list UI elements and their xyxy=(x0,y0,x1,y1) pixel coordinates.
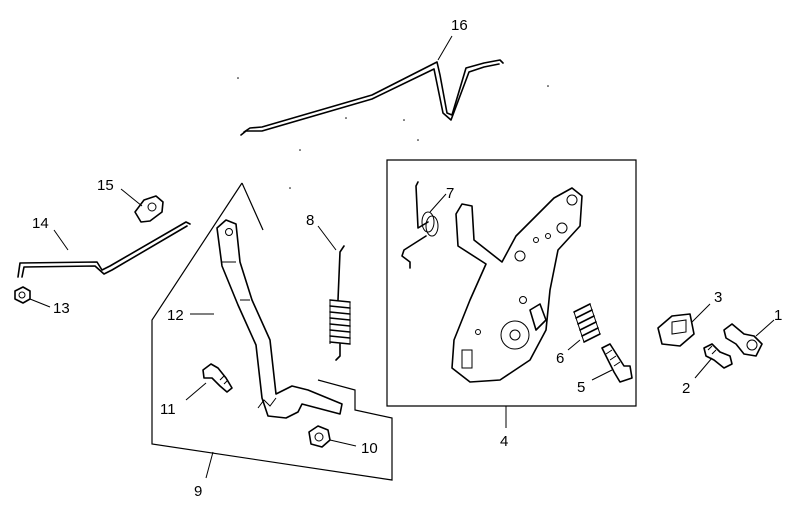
leader-10 xyxy=(329,439,357,447)
leader-3 xyxy=(691,303,711,323)
leader-2 xyxy=(694,357,713,379)
callout-11: 11 xyxy=(160,401,176,418)
part-7-torsion-spring xyxy=(401,181,439,269)
callout-12: 12 xyxy=(167,307,184,324)
group-9-outline xyxy=(151,182,393,481)
part-5-screw xyxy=(601,343,633,383)
part-4-governor-plate xyxy=(451,187,583,383)
part-14-choke-rod xyxy=(17,221,191,278)
part-8-spring xyxy=(329,245,351,361)
callout-16: 16 xyxy=(451,17,468,34)
leader-7 xyxy=(429,193,447,213)
callout-15: 15 xyxy=(97,177,114,194)
leader-5 xyxy=(591,369,613,381)
callout-13: 13 xyxy=(53,300,70,317)
part-12-throttle-lever xyxy=(216,219,343,419)
part-2-bolt xyxy=(703,343,733,369)
callout-14: 14 xyxy=(32,215,49,232)
callout-7: 7 xyxy=(446,185,454,202)
leader-8 xyxy=(317,225,337,251)
leader-16 xyxy=(437,35,453,61)
leader-14 xyxy=(53,229,69,251)
part-16-governor-rod xyxy=(240,59,504,136)
part-15-clip xyxy=(134,195,164,223)
callout-5: 5 xyxy=(577,379,585,396)
part-1-flange-bolt xyxy=(723,323,763,357)
leader-13 xyxy=(29,298,51,308)
callout-10: 10 xyxy=(361,440,378,457)
callout-4: 4 xyxy=(500,433,508,450)
callout-8: 8 xyxy=(306,212,314,229)
part-11-stud-bolt xyxy=(202,363,233,393)
callout-2: 2 xyxy=(682,380,690,397)
leader-1 xyxy=(755,319,775,337)
part-3-bracket-clip xyxy=(657,313,695,347)
callout-9: 9 xyxy=(194,483,202,500)
part-13-nut xyxy=(14,286,31,304)
leader-11 xyxy=(185,382,207,401)
callout-3: 3 xyxy=(714,289,722,306)
group-4-outline xyxy=(386,159,637,407)
part-10-nut xyxy=(308,425,331,448)
leader-15 xyxy=(120,188,143,207)
callout-6: 6 xyxy=(556,350,564,367)
callout-1: 1 xyxy=(774,307,782,324)
part-6-spring xyxy=(573,303,601,343)
scan-specks xyxy=(237,77,549,189)
leader-6 xyxy=(567,339,581,351)
leader-9 xyxy=(205,451,214,479)
